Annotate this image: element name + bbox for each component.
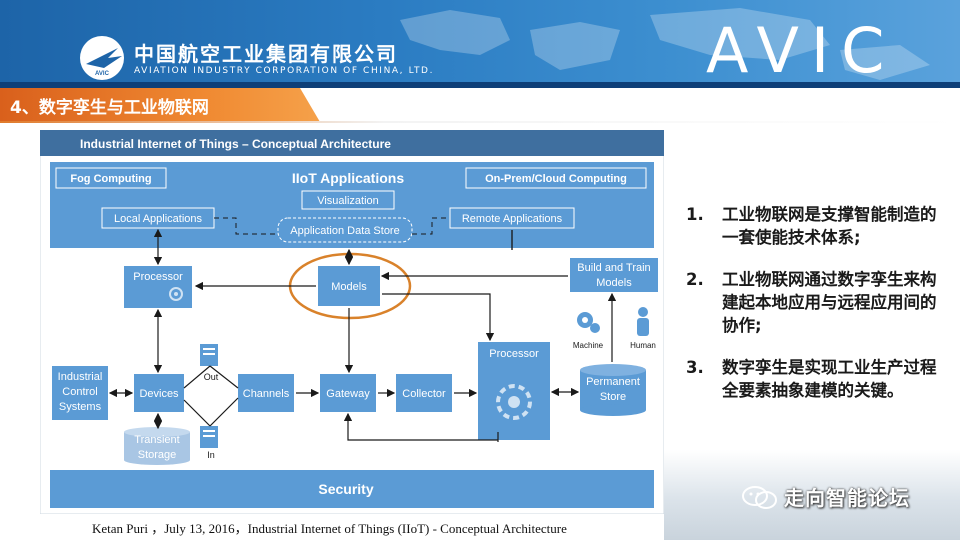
section-underline: [0, 121, 960, 123]
channels-box: [238, 374, 294, 412]
out-label: Out: [204, 372, 219, 382]
section-title: 4、数字孪生与工业物联网: [10, 98, 209, 118]
fog-computing-box: [55, 167, 167, 189]
devices-label: Devices: [139, 388, 179, 400]
source-caption: Ketan Puri ，July 13, 2016，Industrial Int…: [92, 521, 567, 536]
local-applications-label: Local Applications: [114, 213, 203, 225]
fog-computing-label: Fog Computing: [70, 173, 151, 185]
devices-box: [134, 374, 184, 412]
security-label: Security: [318, 481, 373, 497]
ics-label-line1: Industrial: [58, 371, 103, 383]
store-to-remote-link: [412, 217, 450, 235]
key-point-text: 工业物联网是支撑智能制造的一套使能技术体系;: [722, 205, 937, 247]
key-point-number: 3.: [686, 358, 704, 377]
application-data-store-label: Application Data Store: [290, 225, 399, 237]
remote-applications-box: [449, 207, 575, 229]
processor-right-label: Processor: [489, 348, 539, 360]
security-bar: [50, 470, 654, 508]
key-point-number: 2.: [686, 270, 704, 289]
gateway-box: [320, 374, 376, 412]
diagram-title: Industrial Internet of Things – Conceptu…: [80, 137, 391, 151]
banner-bottom-stripe: [0, 82, 960, 88]
diagram-title-bar: [40, 130, 664, 156]
transient-storage-cylinder: [124, 427, 190, 465]
gear-icon: [496, 384, 532, 420]
human-icon: [637, 307, 649, 336]
world-map-decoration: [400, 8, 930, 80]
models-box: [318, 266, 380, 306]
key-point-number: 1.: [686, 205, 704, 224]
remote-applications-label: Remote Applications: [462, 213, 563, 225]
key-point-item: 1. 工业物联网是支撑智能制造的一套使能技术体系;: [686, 203, 944, 249]
processor-right-box: [478, 342, 550, 440]
company-name-en: AVIATION INDUSTRY CORPORATION OF CHINA, …: [134, 66, 435, 76]
application-data-store-box: [277, 217, 413, 243]
brand-wordmark: AVIC: [706, 14, 897, 87]
svg-text:AVIC: AVIC: [95, 71, 110, 77]
collector-box: [396, 374, 452, 412]
human-label: Human: [630, 341, 656, 350]
diagram-connectors: [108, 228, 617, 442]
permanent-store-cylinder: [580, 364, 646, 416]
transient-storage-label-line1: Transient: [134, 434, 179, 446]
channels-label: Channels: [243, 388, 290, 400]
wechat-icon: [742, 486, 777, 509]
company-name-cn: 中国航空工业集团有限公司: [134, 42, 398, 66]
industrial-control-systems-box: [52, 366, 108, 420]
in-label: In: [207, 450, 215, 460]
key-point-text: 数字孪生是实现工业生产过程全要素抽象建模的关键。: [722, 358, 937, 400]
iiot-architecture-diagram: Industrial Internet of Things – Conceptu…: [40, 130, 664, 514]
permanent-store-label-line2: Store: [600, 391, 626, 403]
models-label: Models: [331, 281, 367, 293]
avic-wing-logo-icon: AVIC: [80, 36, 124, 80]
visualization-label: Visualization: [317, 195, 379, 207]
wechat-watermark: 走向智能论坛: [784, 486, 910, 510]
in-document-icon: [200, 426, 218, 448]
processor-left-box: [124, 266, 192, 308]
processor-left-label: Processor: [133, 271, 183, 283]
ics-label-line3: Systems: [59, 401, 102, 413]
machine-icon: [577, 312, 600, 333]
transient-storage-label-line2: Storage: [138, 449, 177, 461]
permanent-store-label-line1: Permanent: [586, 376, 640, 388]
gateway-label: Gateway: [326, 388, 370, 400]
key-point-item: 3. 数字孪生是实现工业生产过程全要素抽象建模的关键。: [686, 356, 944, 402]
cloud-computing-box: [465, 167, 647, 189]
build-train-label-line1: Build and Train: [577, 262, 650, 274]
header-banner: AVIC 中国航空工业集团有限公司 AVIATION INDUSTRY CORP…: [0, 0, 960, 88]
key-point-item: 2. 工业物联网通过数字孪生来构建起本地应用与远程应用间的协作;: [686, 268, 944, 337]
build-train-label-line2: Models: [596, 277, 632, 289]
key-points-list: 1. 工业物联网是支撑智能制造的一套使能技术体系; 2. 工业物联网通过数字孪生来构…: [686, 203, 944, 421]
local-to-store-link: [214, 217, 278, 235]
machine-label: Machine: [573, 341, 604, 350]
gear-icon: [169, 287, 183, 301]
cloud-computing-label: On-Prem/Cloud Computing: [485, 173, 627, 185]
section-title-tab: 4、数字孪生与工业物联网: [0, 88, 320, 122]
key-point-text: 工业物联网通过数字孪生来构建起本地应用与远程应用间的协作;: [722, 270, 937, 335]
ics-label-line2: Control: [62, 386, 97, 398]
visualization-box: [301, 190, 395, 210]
footer-shade: [664, 450, 960, 540]
collector-label: Collector: [402, 388, 446, 400]
iiot-applications-title: IIoT Applications: [292, 170, 404, 186]
build-train-models-box: [570, 258, 658, 292]
out-document-icon: [200, 344, 218, 366]
